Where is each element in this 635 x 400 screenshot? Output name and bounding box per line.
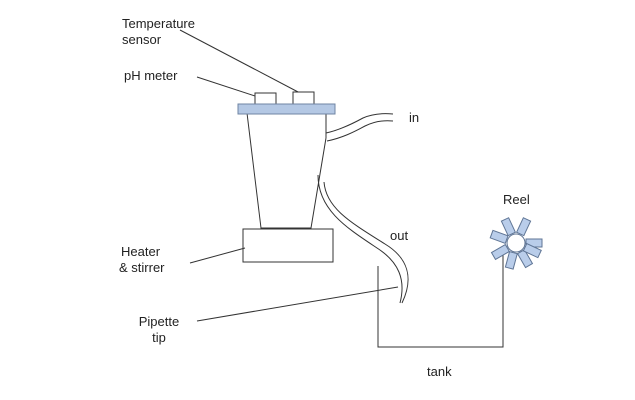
in-label: in bbox=[409, 110, 420, 125]
beaker-lid bbox=[237, 103, 336, 115]
inlet-tube-upper bbox=[325, 113, 394, 134]
heater-stirrer-box bbox=[242, 228, 334, 263]
inlet-tube-lower bbox=[326, 120, 394, 142]
leader-temperature-sensor bbox=[179, 29, 301, 94]
reel-blade bbox=[515, 217, 532, 237]
heater-stirrer-label-line2: & stirrer bbox=[119, 260, 165, 275]
reel-blade bbox=[516, 248, 534, 269]
ph-meter-label: pH meter bbox=[124, 68, 178, 83]
reel-blade bbox=[500, 217, 517, 237]
ph-meter-box bbox=[254, 92, 277, 105]
temperature-sensor-label-line2: sensor bbox=[122, 32, 162, 47]
reel-blade bbox=[490, 243, 511, 261]
temperature-sensor-label-line1: Temperature bbox=[122, 16, 195, 31]
pipette-tip-label-line2: tip bbox=[152, 330, 166, 345]
heater-stirrer-label-line1: Heater bbox=[121, 244, 161, 259]
tank-line bbox=[377, 255, 504, 348]
reel-hub bbox=[506, 233, 526, 253]
outlet-tube-inner bbox=[323, 181, 409, 304]
tank-label: tank bbox=[427, 364, 452, 379]
pipette-tip-label: Pipette tip bbox=[134, 314, 184, 346]
temperature-sensor-label: Temperature sensor bbox=[122, 16, 195, 48]
heater-stirrer-label: Heater & stirrer bbox=[119, 244, 165, 276]
reel-blade bbox=[504, 251, 518, 270]
leader-pipette-tip bbox=[196, 286, 399, 322]
reel-blade bbox=[489, 229, 509, 244]
pipette-tip-label-line1: Pipette bbox=[138, 314, 180, 329]
beaker bbox=[246, 112, 327, 229]
reel-label: Reel bbox=[503, 192, 530, 207]
reel-blade bbox=[522, 242, 542, 259]
outlet-tube-outer bbox=[317, 174, 403, 304]
leader-ph-meter bbox=[196, 76, 259, 98]
out-label: out bbox=[390, 228, 409, 243]
leader-heater-stirrer bbox=[189, 247, 246, 264]
temperature-sensor-box bbox=[292, 91, 315, 105]
reel bbox=[489, 217, 543, 270]
